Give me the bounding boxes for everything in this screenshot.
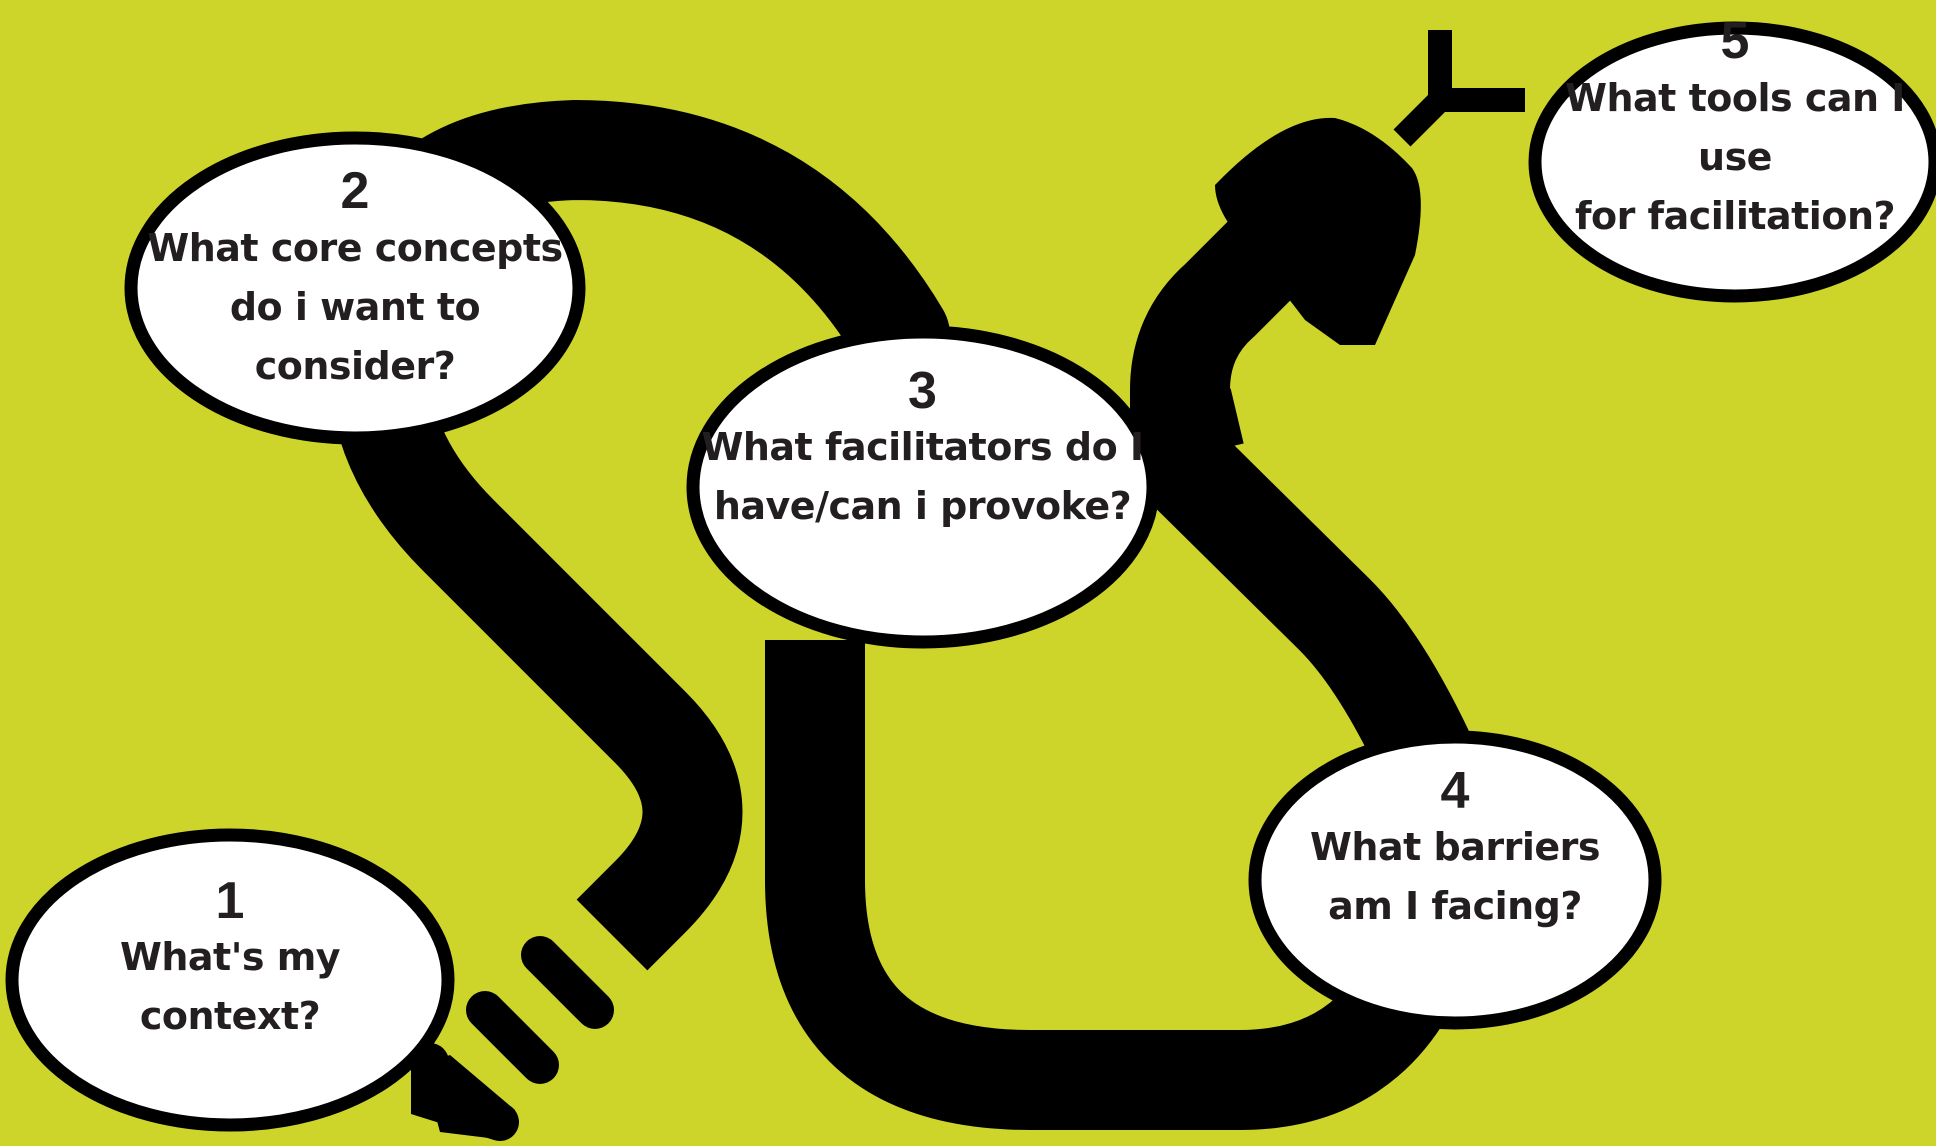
y-fork-icon: [1393, 30, 1525, 147]
bubble-shape-3: [686, 325, 1160, 649]
bubble-shape-1: [5, 828, 455, 1132]
bubbles: [5, 21, 1936, 1132]
bubble-shape-2: [124, 131, 586, 445]
bubble-shape-4: [1248, 730, 1662, 1030]
arrow-head-icon: [1215, 117, 1421, 346]
start-tip-icon: [422, 1055, 515, 1140]
bubble-shape-5: [1528, 21, 1936, 303]
